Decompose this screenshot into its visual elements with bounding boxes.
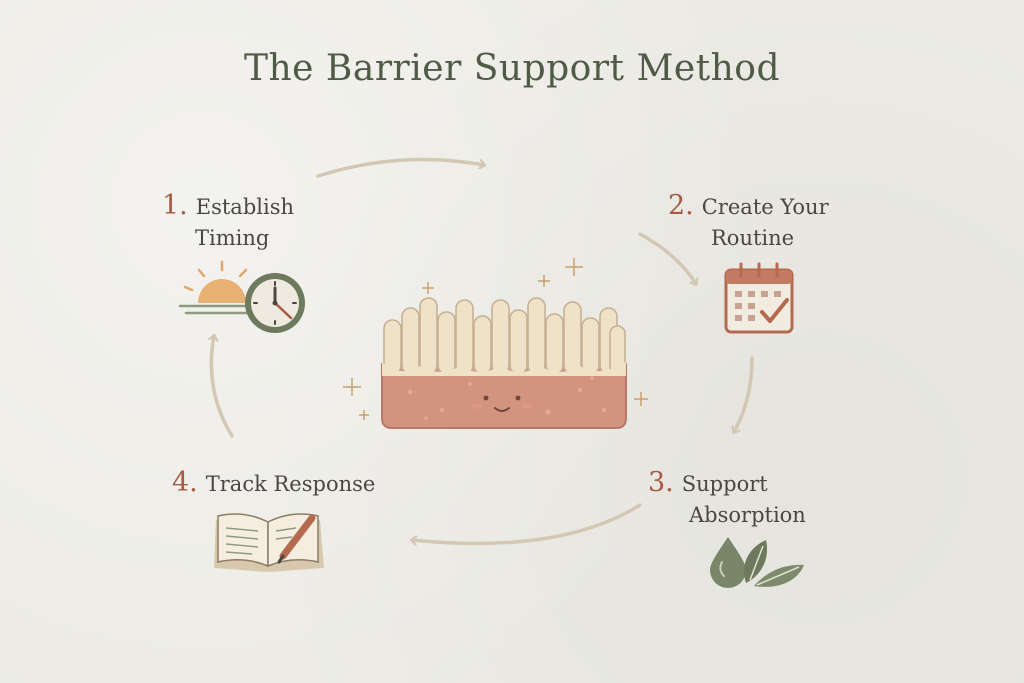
step-4-label: 4. Track Response <box>172 467 432 500</box>
arrow-2-to-3a <box>638 232 696 284</box>
step-title: Support <box>681 472 768 496</box>
step-number: 2. <box>668 190 694 221</box>
step-title: Establish <box>195 195 295 219</box>
step-2-label: 2. Create Your Routine <box>668 190 888 254</box>
sparkle <box>343 378 361 396</box>
step-title: Create Your <box>701 195 829 219</box>
droplet-leaf-icon <box>710 537 804 588</box>
sparkle <box>565 258 583 276</box>
page-title: The Barrier Support Method <box>243 48 781 89</box>
arrow-2-to-3b <box>734 356 754 432</box>
step-number: 3. <box>648 467 674 498</box>
step-title-line2: Routine <box>711 226 795 250</box>
sparkle <box>359 410 369 420</box>
calendar-check-icon <box>724 262 794 334</box>
arrow-4-to-1 <box>211 336 234 438</box>
sparkle <box>538 275 550 287</box>
step-title-line2: Absorption <box>689 503 806 527</box>
step-title: Track Response <box>205 472 376 496</box>
sun-clock-icon <box>178 260 305 333</box>
sparkle <box>422 282 434 294</box>
step-title-line2: Timing <box>195 226 270 250</box>
step-number: 1. <box>162 190 188 221</box>
skin-barrier-illustration <box>343 258 648 429</box>
sparkle <box>634 392 648 406</box>
step-3-label: 3. Support Absorption <box>648 467 878 531</box>
step-1-label: 1. Establish Timing <box>162 190 362 254</box>
journal-pen-icon <box>214 513 324 572</box>
arrow-1-to-2 <box>316 157 484 178</box>
arrow-3-to-4 <box>412 503 642 543</box>
step-number: 4. <box>172 467 198 498</box>
